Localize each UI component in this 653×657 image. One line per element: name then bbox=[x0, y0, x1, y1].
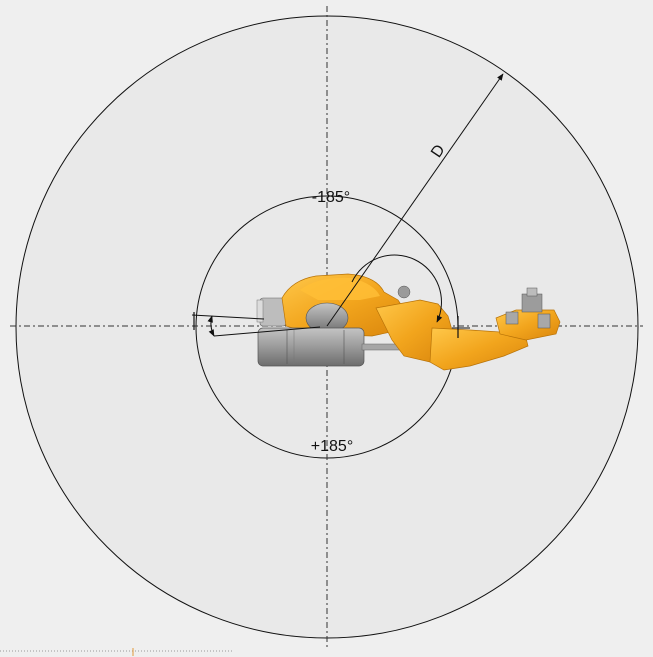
angle-negative-label: -185° bbox=[312, 189, 350, 206]
offset-line-lower bbox=[213, 326, 321, 337]
offset-arc-left bbox=[207, 315, 215, 337]
negative-rotation-arc bbox=[351, 254, 443, 323]
robot-icon bbox=[256, 273, 561, 371]
offset-line-upper bbox=[191, 314, 265, 320]
angle-positive-label: +185° bbox=[311, 438, 353, 455]
diameter-dimension-line bbox=[326, 73, 504, 327]
